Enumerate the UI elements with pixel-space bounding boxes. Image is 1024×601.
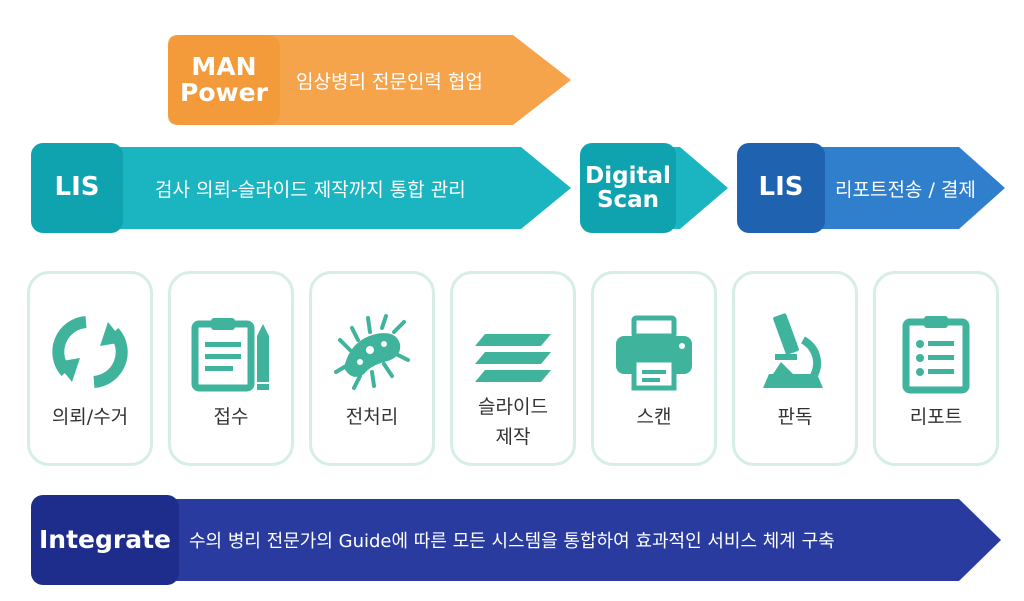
report-checklist-icon — [902, 316, 970, 394]
digital-scan-tag: Digital Scan — [585, 162, 671, 213]
lis-left-arrow-shape — [31, 143, 571, 233]
lis-left-arrow: LIS 검사 의뢰-슬라이드 제작까지 통합 관리 — [31, 143, 576, 233]
step-label: 의뢰/수거 — [51, 406, 129, 428]
step-label: 스캔 — [636, 406, 672, 428]
step-card-reading: 판독 — [732, 271, 858, 466]
microscope-icon — [763, 313, 823, 388]
lis-right-arrow: LIS 리포트전송 / 결제 — [737, 143, 1007, 233]
step-card-slide: 슬라이드 제작 — [450, 271, 576, 466]
step-label: 전처리 — [345, 406, 399, 428]
manpower-tag: MAN Power — [180, 51, 268, 107]
integrate-tag: Integrate — [38, 524, 171, 554]
lis-right-desc: 리포트전송 / 결제 — [835, 178, 976, 201]
step-label: 판독 — [777, 406, 813, 428]
step-label: 슬라이드 제작 — [478, 396, 548, 448]
step-card-preprocess: 전처리 — [309, 271, 435, 466]
clipboard-pencil-icon — [191, 318, 269, 392]
lis-right-arrow-shape — [737, 143, 1005, 233]
lis-left-desc: 검사 의뢰-슬라이드 제작까지 통합 관리 — [155, 178, 466, 201]
printer-icon — [616, 315, 692, 391]
manpower-desc: 임상병리 전문인력 협업 — [296, 70, 483, 93]
bacteria-icon — [334, 314, 410, 390]
step-card-request: 의뢰/수거 — [27, 271, 153, 466]
lis-left-tag: LIS — [54, 172, 100, 203]
step-label: 리포트 — [909, 406, 963, 428]
step-card-scan: 스캔 — [591, 271, 717, 466]
slides-stack-icon — [475, 334, 551, 382]
manpower-arrow: MAN Power 임상병리 전문인력 협업 — [168, 35, 578, 125]
refresh-icon — [52, 316, 128, 388]
integrate-arrow-shape — [31, 495, 1001, 585]
step-label: 접수 — [213, 406, 249, 428]
integrate-desc: 수의 병리 전문가의 Guide에 따른 모든 시스템을 통합하여 효과적인 서… — [189, 531, 835, 552]
digital-scan-arrow-shape — [580, 143, 728, 233]
lis-right-tag: LIS — [758, 172, 804, 203]
step-card-report: 리포트 — [873, 271, 999, 466]
digital-scan-arrow: Digital Scan — [580, 143, 732, 233]
integrate-arrow: Integrate 수의 병리 전문가의 Guide에 따른 모든 시스템을 통… — [31, 495, 1006, 585]
step-card-receipt: 접수 — [168, 271, 294, 466]
manpower-arrow-shape — [168, 35, 571, 125]
